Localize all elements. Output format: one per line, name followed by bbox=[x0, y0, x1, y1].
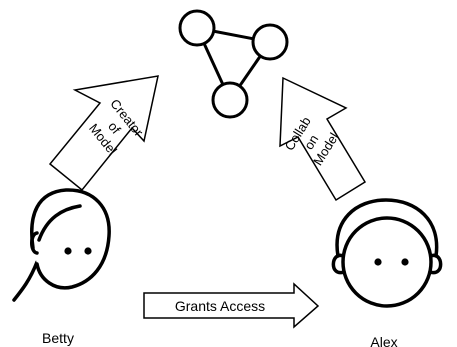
graph-node bbox=[211, 81, 249, 119]
collab-arrow-shape bbox=[279, 76, 367, 202]
grants-access-arrow: Grants Access bbox=[143, 282, 320, 329]
ear bbox=[30, 231, 39, 255]
grants-access-arrow-shape bbox=[143, 282, 320, 329]
graph-node bbox=[251, 23, 289, 61]
creator-arrow: Creator of Model bbox=[48, 75, 159, 192]
eye bbox=[84, 247, 92, 255]
grants-access-label: Grants Access bbox=[175, 298, 265, 314]
head-outline bbox=[30, 188, 111, 290]
head-outline bbox=[341, 216, 433, 308]
creator-arrow-shape bbox=[48, 75, 159, 192]
headphone-band bbox=[335, 198, 439, 258]
ear bbox=[331, 253, 346, 275]
person-name-alex: Alex bbox=[370, 334, 397, 347]
ear bbox=[428, 253, 443, 275]
graph-node bbox=[178, 9, 216, 47]
eye bbox=[64, 247, 72, 255]
network-graph-icon bbox=[178, 9, 289, 119]
eye bbox=[401, 258, 409, 266]
hair-fringe bbox=[37, 204, 82, 242]
person-with-headphones-icon bbox=[331, 198, 443, 308]
eye bbox=[374, 258, 382, 266]
woman-icon bbox=[12, 188, 111, 302]
collab-arrow: Collab on Model bbox=[279, 76, 367, 202]
hair-strand bbox=[12, 260, 39, 302]
person-name-betty: Betty bbox=[42, 330, 74, 346]
